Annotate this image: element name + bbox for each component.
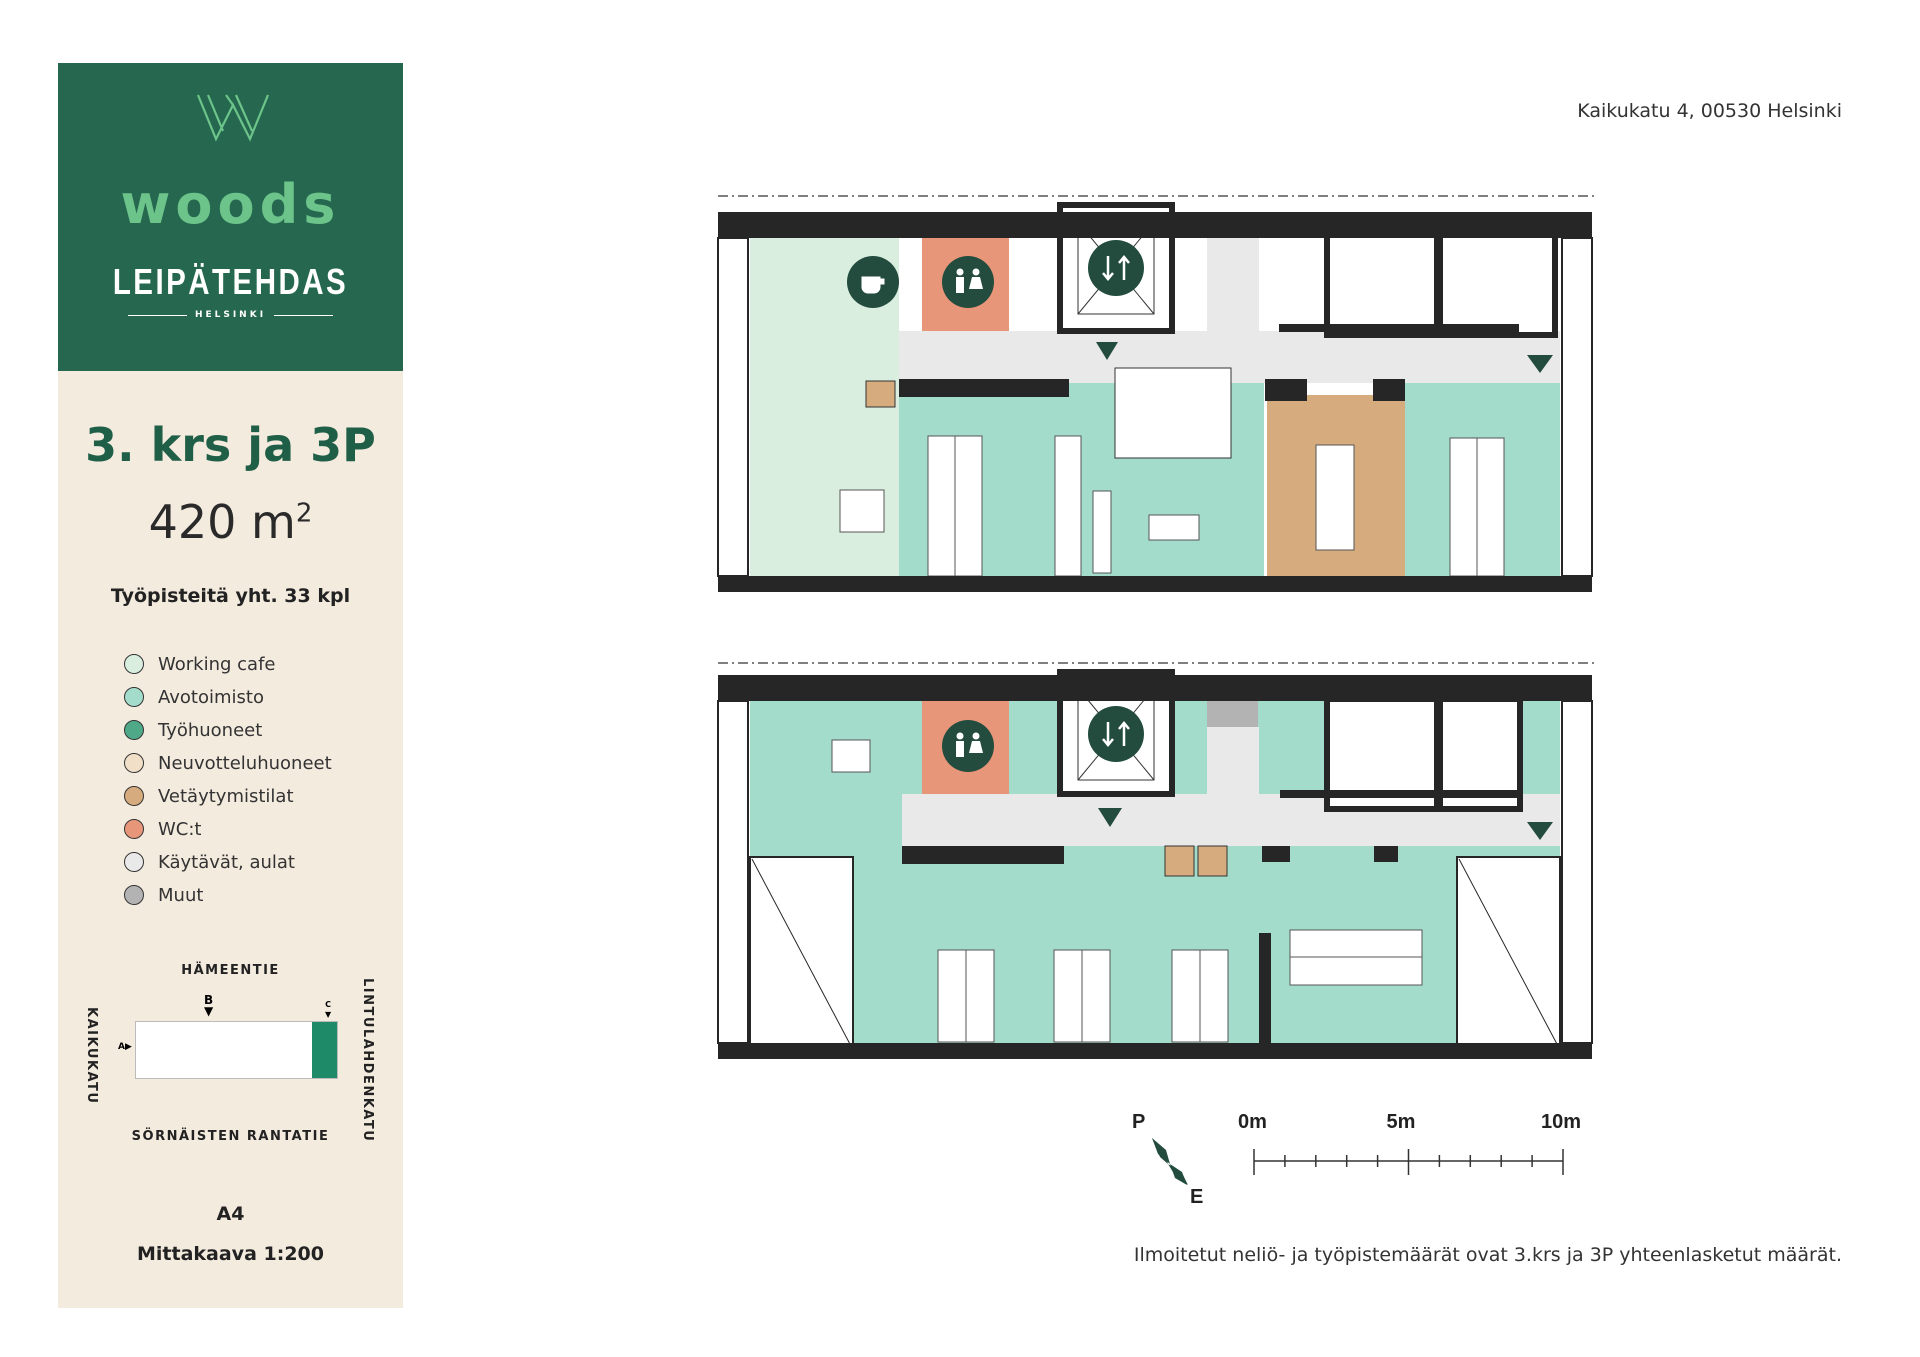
- desks: [839, 435, 1505, 577]
- entrance-marker-icon: [1098, 808, 1122, 827]
- zone-retreat-booth: [1164, 845, 1195, 877]
- floor-area: 420 m2: [58, 495, 403, 549]
- legend-label: Neuvotteluhuoneet: [158, 752, 332, 774]
- elevator-icon: [1088, 240, 1144, 296]
- legend-swatch-icon: [124, 720, 144, 740]
- legend-label: Muut: [158, 884, 204, 906]
- legend-item: Työhuoneet: [124, 717, 262, 743]
- scale-bar-label: 5m: [1386, 1111, 1416, 1133]
- workstation-count: Työpisteitä yht. 33 kpl: [110, 585, 351, 607]
- entrance-c-label: C▼: [325, 1000, 332, 1019]
- legend-label: Working cafe: [158, 653, 276, 675]
- legend-item: WC:t: [124, 816, 202, 842]
- info-sidebar: woods LEIPÄTEHDAS HELSINKI 3. krs ja 3P …: [58, 63, 403, 1308]
- zone-phone-booth: [865, 380, 896, 408]
- woods-logo-icon: [196, 94, 270, 142]
- building-site-map: [135, 1021, 338, 1079]
- footnote: Ilmoitetut neliö- ja työpistemäärät ovat…: [1133, 1244, 1842, 1266]
- zone-lobby: [1207, 220, 1259, 331]
- street-south: SÖRNÄISTEN RANTATIE: [131, 1129, 330, 1144]
- street-west: KAIKUKATU: [84, 1007, 99, 1105]
- building-name: LEIPÄTEHDAS: [112, 261, 349, 302]
- entrance-b-label: B▼: [204, 993, 214, 1018]
- legend-swatch-icon: [124, 687, 144, 707]
- area-value: 420 m: [148, 495, 296, 549]
- floor-title: 3. krs ja 3P: [85, 418, 376, 472]
- scale-bar-label: 10m: [1541, 1111, 1582, 1133]
- scale-bar: [1253, 1149, 1564, 1175]
- lounge-area: [1114, 367, 1232, 459]
- legend-swatch-icon: [124, 753, 144, 773]
- legend-label: Avotoimisto: [158, 686, 264, 708]
- city-name: HELSINKI: [186, 310, 275, 320]
- brand-name: woods: [120, 173, 341, 236]
- legend-item: Vetäytymistilat: [124, 783, 294, 809]
- legend-label: Vetäytymistilat: [158, 785, 294, 807]
- legend-label: WC:t: [158, 818, 202, 840]
- legend-swatch-icon: [124, 786, 144, 806]
- legend-item: Muut: [124, 882, 203, 908]
- elevator-icon: [1088, 706, 1144, 762]
- entrance-a-label: A▶: [118, 1042, 132, 1052]
- wc-icon: [942, 256, 994, 308]
- legend-item: Avotoimisto: [124, 684, 264, 710]
- floor-plan-3p: [717, 662, 1596, 1059]
- desks: [831, 739, 1423, 1043]
- entrance-marker-icon: [1527, 355, 1553, 373]
- compass-north-label: P: [1132, 1111, 1146, 1133]
- legend-swatch-icon: [124, 852, 144, 872]
- zone-retreat-booth: [1197, 845, 1228, 877]
- legend-item: Working cafe: [124, 651, 275, 677]
- legend-item: Käytävät, aulat: [124, 849, 295, 875]
- entrance-marker-icon: [1527, 822, 1553, 840]
- wc-icon: [942, 720, 994, 772]
- floor-location-highlight: [312, 1022, 337, 1078]
- legend-label: Käytävät, aulat: [158, 851, 295, 873]
- address: Kaikukatu 4, 00530 Helsinki: [1577, 100, 1842, 122]
- legend-label: Työhuoneet: [158, 719, 263, 741]
- scale-bar-label: 0m: [1238, 1111, 1267, 1133]
- compass-icon: [1152, 1138, 1188, 1185]
- legend-item: Neuvotteluhuoneet: [124, 750, 332, 776]
- brand-header: woods LEIPÄTEHDAS HELSINKI: [58, 63, 403, 371]
- compass-south-label: E: [1190, 1186, 1204, 1208]
- street-north: HÄMEENTIE: [181, 963, 280, 978]
- area-unit: 2: [295, 498, 313, 529]
- street-east: LINTULAHDENKATU: [360, 978, 375, 1143]
- zone-lobby: [1207, 727, 1259, 794]
- legend-swatch-icon: [124, 885, 144, 905]
- drawing-scale: Mittakaava 1:200: [137, 1243, 324, 1265]
- legend-swatch-icon: [124, 819, 144, 839]
- floor-plan-3krs: [717, 195, 1596, 592]
- entrance-marker-icon: [1096, 342, 1118, 360]
- legend-swatch-icon: [124, 654, 144, 674]
- paper-size: A4: [216, 1203, 245, 1225]
